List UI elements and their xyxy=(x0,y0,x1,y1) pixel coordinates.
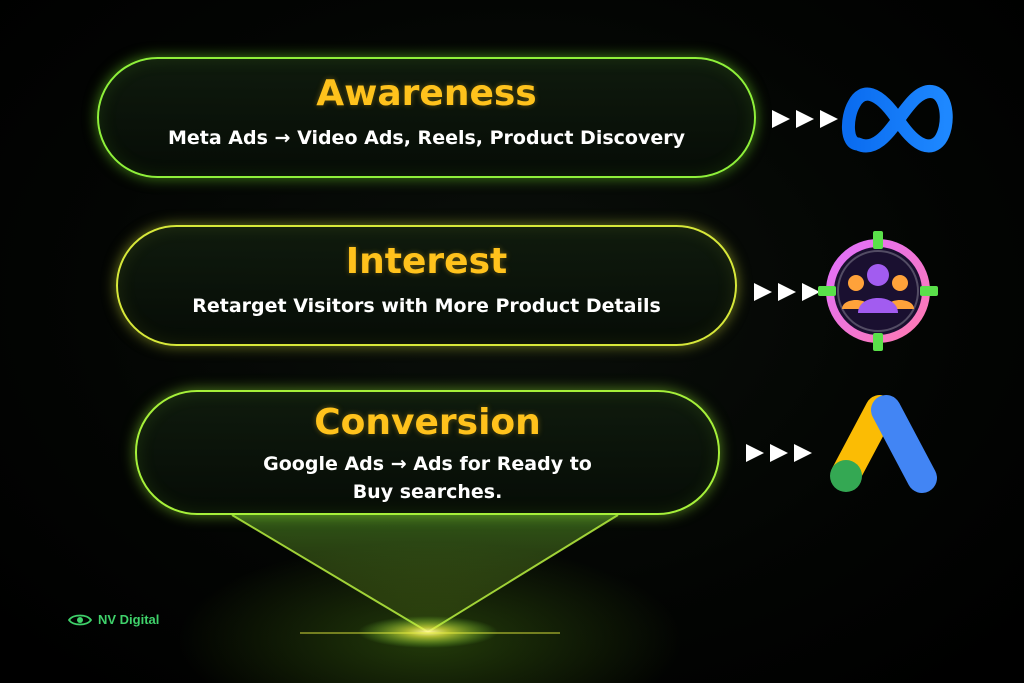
stage-description: Google Ads → Ads for Ready to Buy search… xyxy=(263,453,592,503)
arrow-chevrons xyxy=(744,442,814,464)
google-ads-logo-icon xyxy=(822,392,948,508)
arrow-chevrons xyxy=(752,281,822,303)
stage-description: Meta Ads → Video Ads, Reels, Product Dis… xyxy=(168,127,685,149)
stage-title: Conversion xyxy=(314,402,541,443)
stage-title: Awareness xyxy=(316,73,537,114)
stage-description: Retarget Visitors with More Product Deta… xyxy=(192,295,661,317)
brand-logo: NV Digital xyxy=(68,612,159,627)
stage-title: Interest xyxy=(345,241,508,282)
retarget-audience-icon xyxy=(812,225,944,361)
stage-interest: Interest Retarget Visitors with More Pro… xyxy=(116,225,737,346)
meta-logo-icon xyxy=(840,78,956,164)
stage-awareness: Awareness Meta Ads → Video Ads, Reels, P… xyxy=(97,57,756,178)
brand-name: NV Digital xyxy=(98,612,160,627)
stage-conversion: Conversion Google Ads → Ads for Ready to… xyxy=(135,390,720,515)
eye-logo-icon xyxy=(68,614,92,625)
arrow-chevrons xyxy=(770,108,840,130)
